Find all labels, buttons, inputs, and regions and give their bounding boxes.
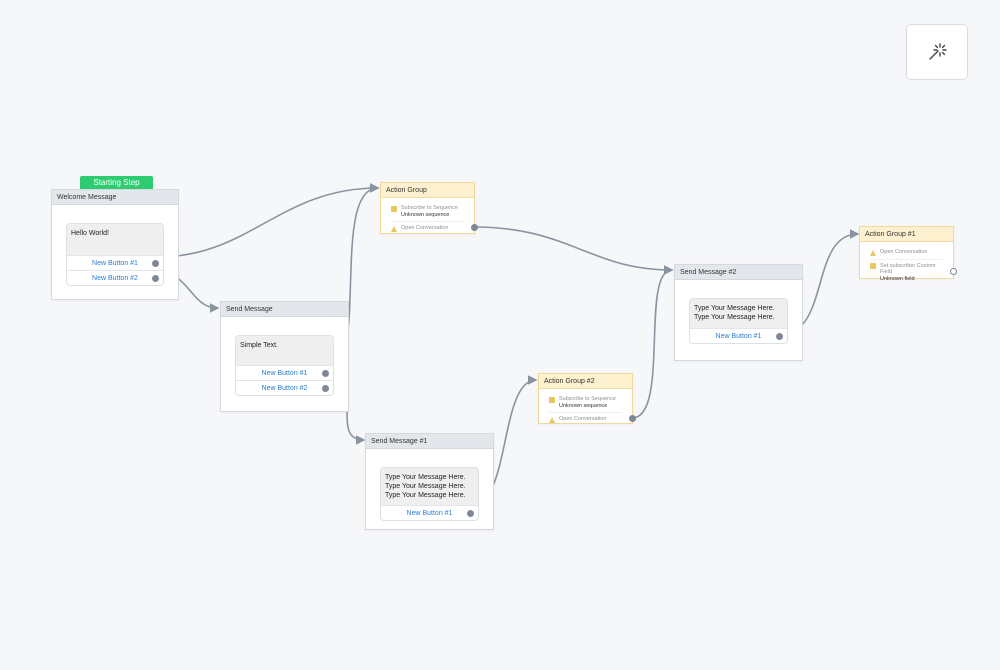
action-item[interactable]: Subscribe to Sequence Unknown sequence [549,393,622,412]
message-text: Type Your Message Here. Type Your Messag… [690,299,787,328]
magic-wand-button[interactable] [906,24,968,80]
action-label: Subscribe to Sequence [401,205,458,211]
message-card[interactable]: Hello World! New Button #1 New Button #2 [66,223,164,286]
action-item[interactable]: Set subscriber Custom Field Unknown fiel… [870,258,943,286]
action-sub: Unknown field [880,275,915,282]
button-label: New Button #2 [261,385,308,392]
action-label: Open Conversation [880,249,928,255]
output-port-icon[interactable] [322,385,329,392]
button-label: New Button #1 [715,333,762,340]
button-label: New Button #2 [92,275,138,282]
message-button-1[interactable]: New Button #1 [690,328,787,343]
output-port-icon[interactable] [467,510,474,517]
chat-icon [391,225,397,232]
message-card[interactable]: Type Your Message Here. Type Your Messag… [380,467,479,521]
wire-action2-to-send2 [631,265,674,419]
message-button-2[interactable]: New Button #2 [236,380,333,395]
output-port-icon[interactable] [322,370,329,377]
action-item[interactable]: Open Conversation [549,412,622,426]
output-port-icon[interactable] [152,260,159,267]
node-title: Send Message [221,302,348,317]
magic-wand-icon [929,43,947,60]
node-welcome-message[interactable]: Welcome Message Hello World! New Button … [51,189,179,300]
starting-step-badge: Starting Step [80,176,153,189]
action-label: Set subscriber Custom Field [880,262,936,276]
node-action-group-2[interactable]: Action Group #2 Subscribe to Sequence Un… [538,373,636,426]
message-text: Hello World! [67,224,163,255]
action-label: Open Conversation [559,416,607,422]
node-send-message-2[interactable]: Send Message #2 Type Your Message Here. … [674,264,803,361]
action-label: Open Conversation [401,225,449,231]
button-label: New Button #1 [406,510,453,517]
node-title: Action Group #2 [539,374,632,389]
node-send-message[interactable]: Send Message Simple Text. New Button #1 … [220,301,349,412]
node-send-message-1[interactable]: Send Message #1 Type Your Message Here. … [365,433,494,530]
node-title: Send Message #2 [675,265,802,280]
node-action-group-1[interactable]: Action Group #1 Open Conversation Set su… [859,226,957,282]
sequence-icon [391,205,397,212]
message-card[interactable]: Simple Text. New Button #1 New Button #2 [235,335,334,396]
output-port-icon[interactable] [471,224,478,231]
node-action-group[interactable]: Action Group Subscribe to Sequence Unkno… [380,182,478,235]
output-port-icon[interactable] [776,333,783,340]
chat-icon [870,249,876,256]
output-port-icon[interactable] [629,415,636,422]
node-title: Welcome Message [52,190,178,205]
node-title: Action Group #1 [860,227,953,242]
message-card[interactable]: Type Your Message Here. Type Your Messag… [689,298,788,344]
message-text: Type Your Message Here. Type Your Messag… [381,468,478,505]
message-button-1[interactable]: New Button #1 [236,365,333,380]
action-item[interactable]: Open Conversation [391,221,464,235]
action-item[interactable]: Subscribe to Sequence Unknown sequence [391,202,464,221]
message-button-1[interactable]: New Button #1 [67,255,163,270]
action-list: Open Conversation Set subscriber Custom … [860,242,953,285]
custom-field-icon [870,263,876,269]
output-port-icon[interactable] [152,275,159,282]
chat-icon [549,416,555,423]
wire-welcome-btn1-to-action [157,183,380,258]
node-title: Action Group [381,183,474,198]
message-button-1[interactable]: New Button #1 [381,505,478,520]
output-port-icon[interactable] [950,268,957,275]
button-label: New Button #1 [261,370,308,377]
message-text: Simple Text. [236,336,333,365]
sequence-icon [549,396,555,403]
action-list: Subscribe to Sequence Unknown sequence O… [381,198,474,235]
action-sub: Unknown sequence [559,402,608,409]
action-item[interactable]: Open Conversation [870,246,943,259]
message-button-2[interactable]: New Button #2 [67,270,163,285]
wire-action-to-send2 [473,226,674,275]
node-title: Send Message #1 [366,434,493,449]
button-label: New Button #1 [92,260,138,267]
action-sub: Unknown sequence [401,211,450,218]
action-label: Subscribe to Sequence [559,396,616,402]
action-list: Subscribe to Sequence Unknown sequence O… [539,389,632,426]
